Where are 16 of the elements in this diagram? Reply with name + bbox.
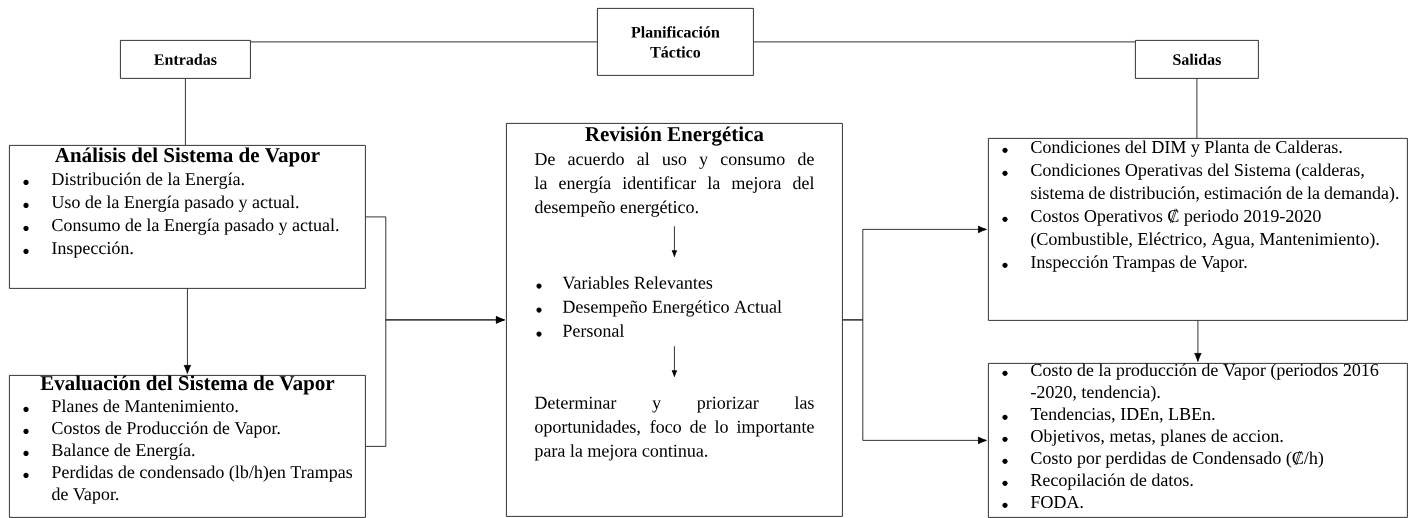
process-box: Análisis del Sistema de Vapor Distribución de la Energía. Uso de la Energía pasado y actual. Consumo de la Energía pasado y actual. Inspección.	[9, 145, 366, 289]
output-box: Condiciones del DIM y Planta de Calderas. Condiciones Operativas del Sistema (calderas, sistema de distribución, estimación de la demanda). Costos Operativos ₡ periodo 2019-2020 (Combustible, Eléctrico, Agua, Mantenimiento). Inspección Trampas de Vapor.	[988, 138, 1408, 321]
output-box: Costo de la producción de Vapor (periodos 2016 -2020, tendencia). Tendencias, IDEn, LBEn. Objetivos, metas, planes de accion. Costo por perdidas de Condensado (₡/h) Recopilación de datos. FODA.	[988, 363, 1408, 518]
arrow	[183, 288, 192, 374]
connector-line	[1196, 78, 1198, 139]
header-box: Entradas	[120, 40, 251, 79]
arrow	[365, 316, 505, 447]
connector-line	[185, 78, 186, 146]
arrow	[1194, 320, 1202, 362]
header-box: Salidas	[1135, 40, 1259, 79]
arrow	[842, 319, 987, 445]
process-box: Evaluación del Sistema de Vapor Planes de Mantenimiento. Costos de Producción de Vapor. Balance de Energía. Perdidas de condensado (lb/h)en Trampas de Vapor.	[9, 375, 366, 518]
connector-line	[250, 41, 598, 43]
process-box: Revisión Energética De acuerdo al uso y consumo de la energía identificar la mejora del desempeño energético. Variables Relevantes Desempeño Energético Actual Personal Determinar y priorizar las oportunidades, foco de lo importante para la mejora continua.	[506, 123, 843, 517]
header-box: Planificación Táctico	[597, 8, 754, 76]
connector-line	[753, 41, 1136, 43]
